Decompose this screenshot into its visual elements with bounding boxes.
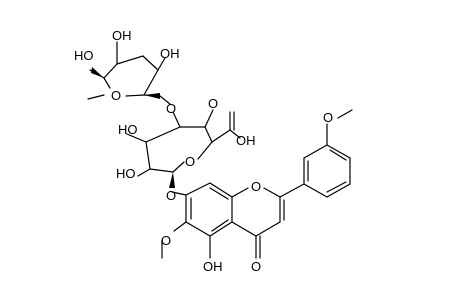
o-ring-rhamnose-label: O [111,88,121,103]
carboxyl-oh-label: OH [236,133,256,148]
oh-c5-label: OH [203,259,223,274]
methoxy-b-o-label: O [323,110,333,125]
methoxyphenyl-bonds [279,109,353,198]
glucuronic-ring-bonds [126,95,241,188]
methoxy-a-o-label: O [161,233,171,248]
oh-rhamnose-right-label: OH [160,46,180,61]
rhamnose-ring-bonds [87,41,166,100]
oh-rhamnose-top-label: OH [112,28,132,43]
glycosidic-o-label: O [166,188,176,203]
oh-glucuronic-4-label: HO [116,166,136,181]
oh-rhamnose-left-label: HO [74,48,94,63]
atom-labels: O O HO OH OH HO HO O O OH O O O OH O O [74,28,333,274]
ketone-o-label: O [251,259,261,274]
pyran-ring-o-label: O [251,179,261,194]
carboxyl-carbonyl-o-label: O [208,96,218,111]
oh-glucuronic-3-label: HO [118,122,138,137]
o-link-label: O [166,101,176,116]
o-ring-glucuronic-label: O [185,154,195,169]
flavone-core-bonds [161,182,285,259]
